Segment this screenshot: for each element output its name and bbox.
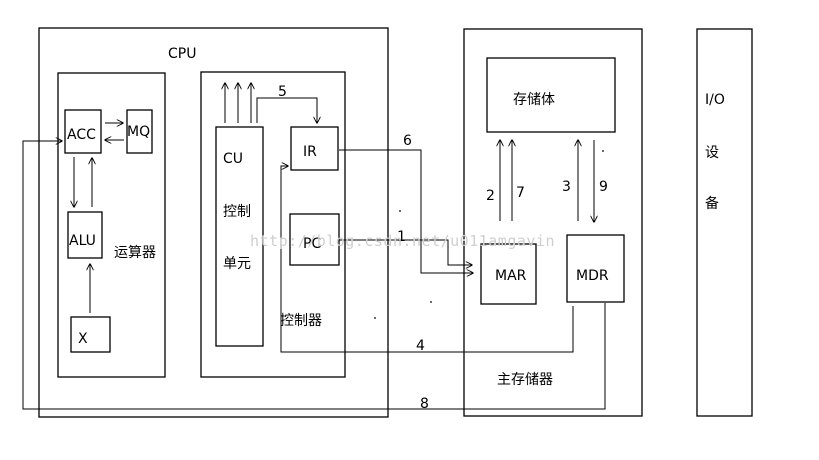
watermark-text: http://blog.csdn.net/u011amgavin [250, 232, 555, 250]
flow-1-label: 1 [397, 229, 406, 245]
controller-label: 控制器 [280, 313, 322, 329]
flow-6-label: 6 [403, 133, 412, 149]
acc-register [64, 109, 102, 154]
flow-3-label: 3 [562, 179, 571, 195]
mar-register [480, 243, 537, 305]
flow-7-label: 7 [516, 185, 525, 201]
cu-label: CU [223, 151, 243, 167]
flow-8-label: 8 [420, 396, 429, 412]
ir-label: IR [303, 144, 317, 160]
cpu-title: CPU [168, 46, 196, 62]
flow-1-path [339, 239, 472, 265]
io-device-box [696, 28, 753, 417]
x-label: X [78, 331, 88, 347]
mdr-label: MDR [576, 268, 609, 284]
flow-4-label: 4 [416, 338, 425, 354]
stray-dot [602, 150, 604, 152]
flow-4-path [280, 166, 574, 353]
mdr-register [566, 234, 625, 303]
cu-unit [215, 126, 264, 347]
io-label-bei: 备 [705, 195, 719, 212]
alu-label: ALU [69, 233, 96, 249]
storage-body-box [486, 57, 616, 133]
acc-label: ACC [67, 127, 96, 143]
mq-register [126, 109, 153, 154]
stray-dot [430, 301, 432, 303]
alu-section-box [57, 72, 166, 378]
flow-8-path [22, 141, 606, 410]
flow-9-label: 9 [599, 179, 608, 195]
stray-dot [374, 317, 376, 319]
flow-5-label: 5 [278, 84, 287, 100]
main-memory-box [463, 28, 643, 417]
stray-dot [399, 210, 401, 212]
main-memory-label: 主存储器 [497, 372, 553, 388]
alu-section-label: 运算器 [114, 245, 156, 261]
io-label: I/O [705, 92, 725, 108]
flow-6-path [339, 149, 473, 273]
mar-label: MAR [495, 268, 527, 284]
storage-body-label: 存储体 [513, 92, 555, 108]
flow-5-path [256, 97, 318, 123]
alu-unit [67, 211, 103, 259]
io-label-she: 设 [705, 145, 719, 161]
cpu-box [38, 27, 389, 418]
mq-label: MQ [127, 124, 150, 140]
controller-section-box [200, 71, 346, 378]
cu-label-unit: 单元 [223, 256, 251, 272]
flow-2-label: 2 [486, 188, 495, 204]
ir-register [290, 126, 339, 171]
pc-label: PC [303, 236, 321, 252]
x-register [70, 316, 111, 353]
cu-label-control: 控制 [223, 204, 251, 220]
